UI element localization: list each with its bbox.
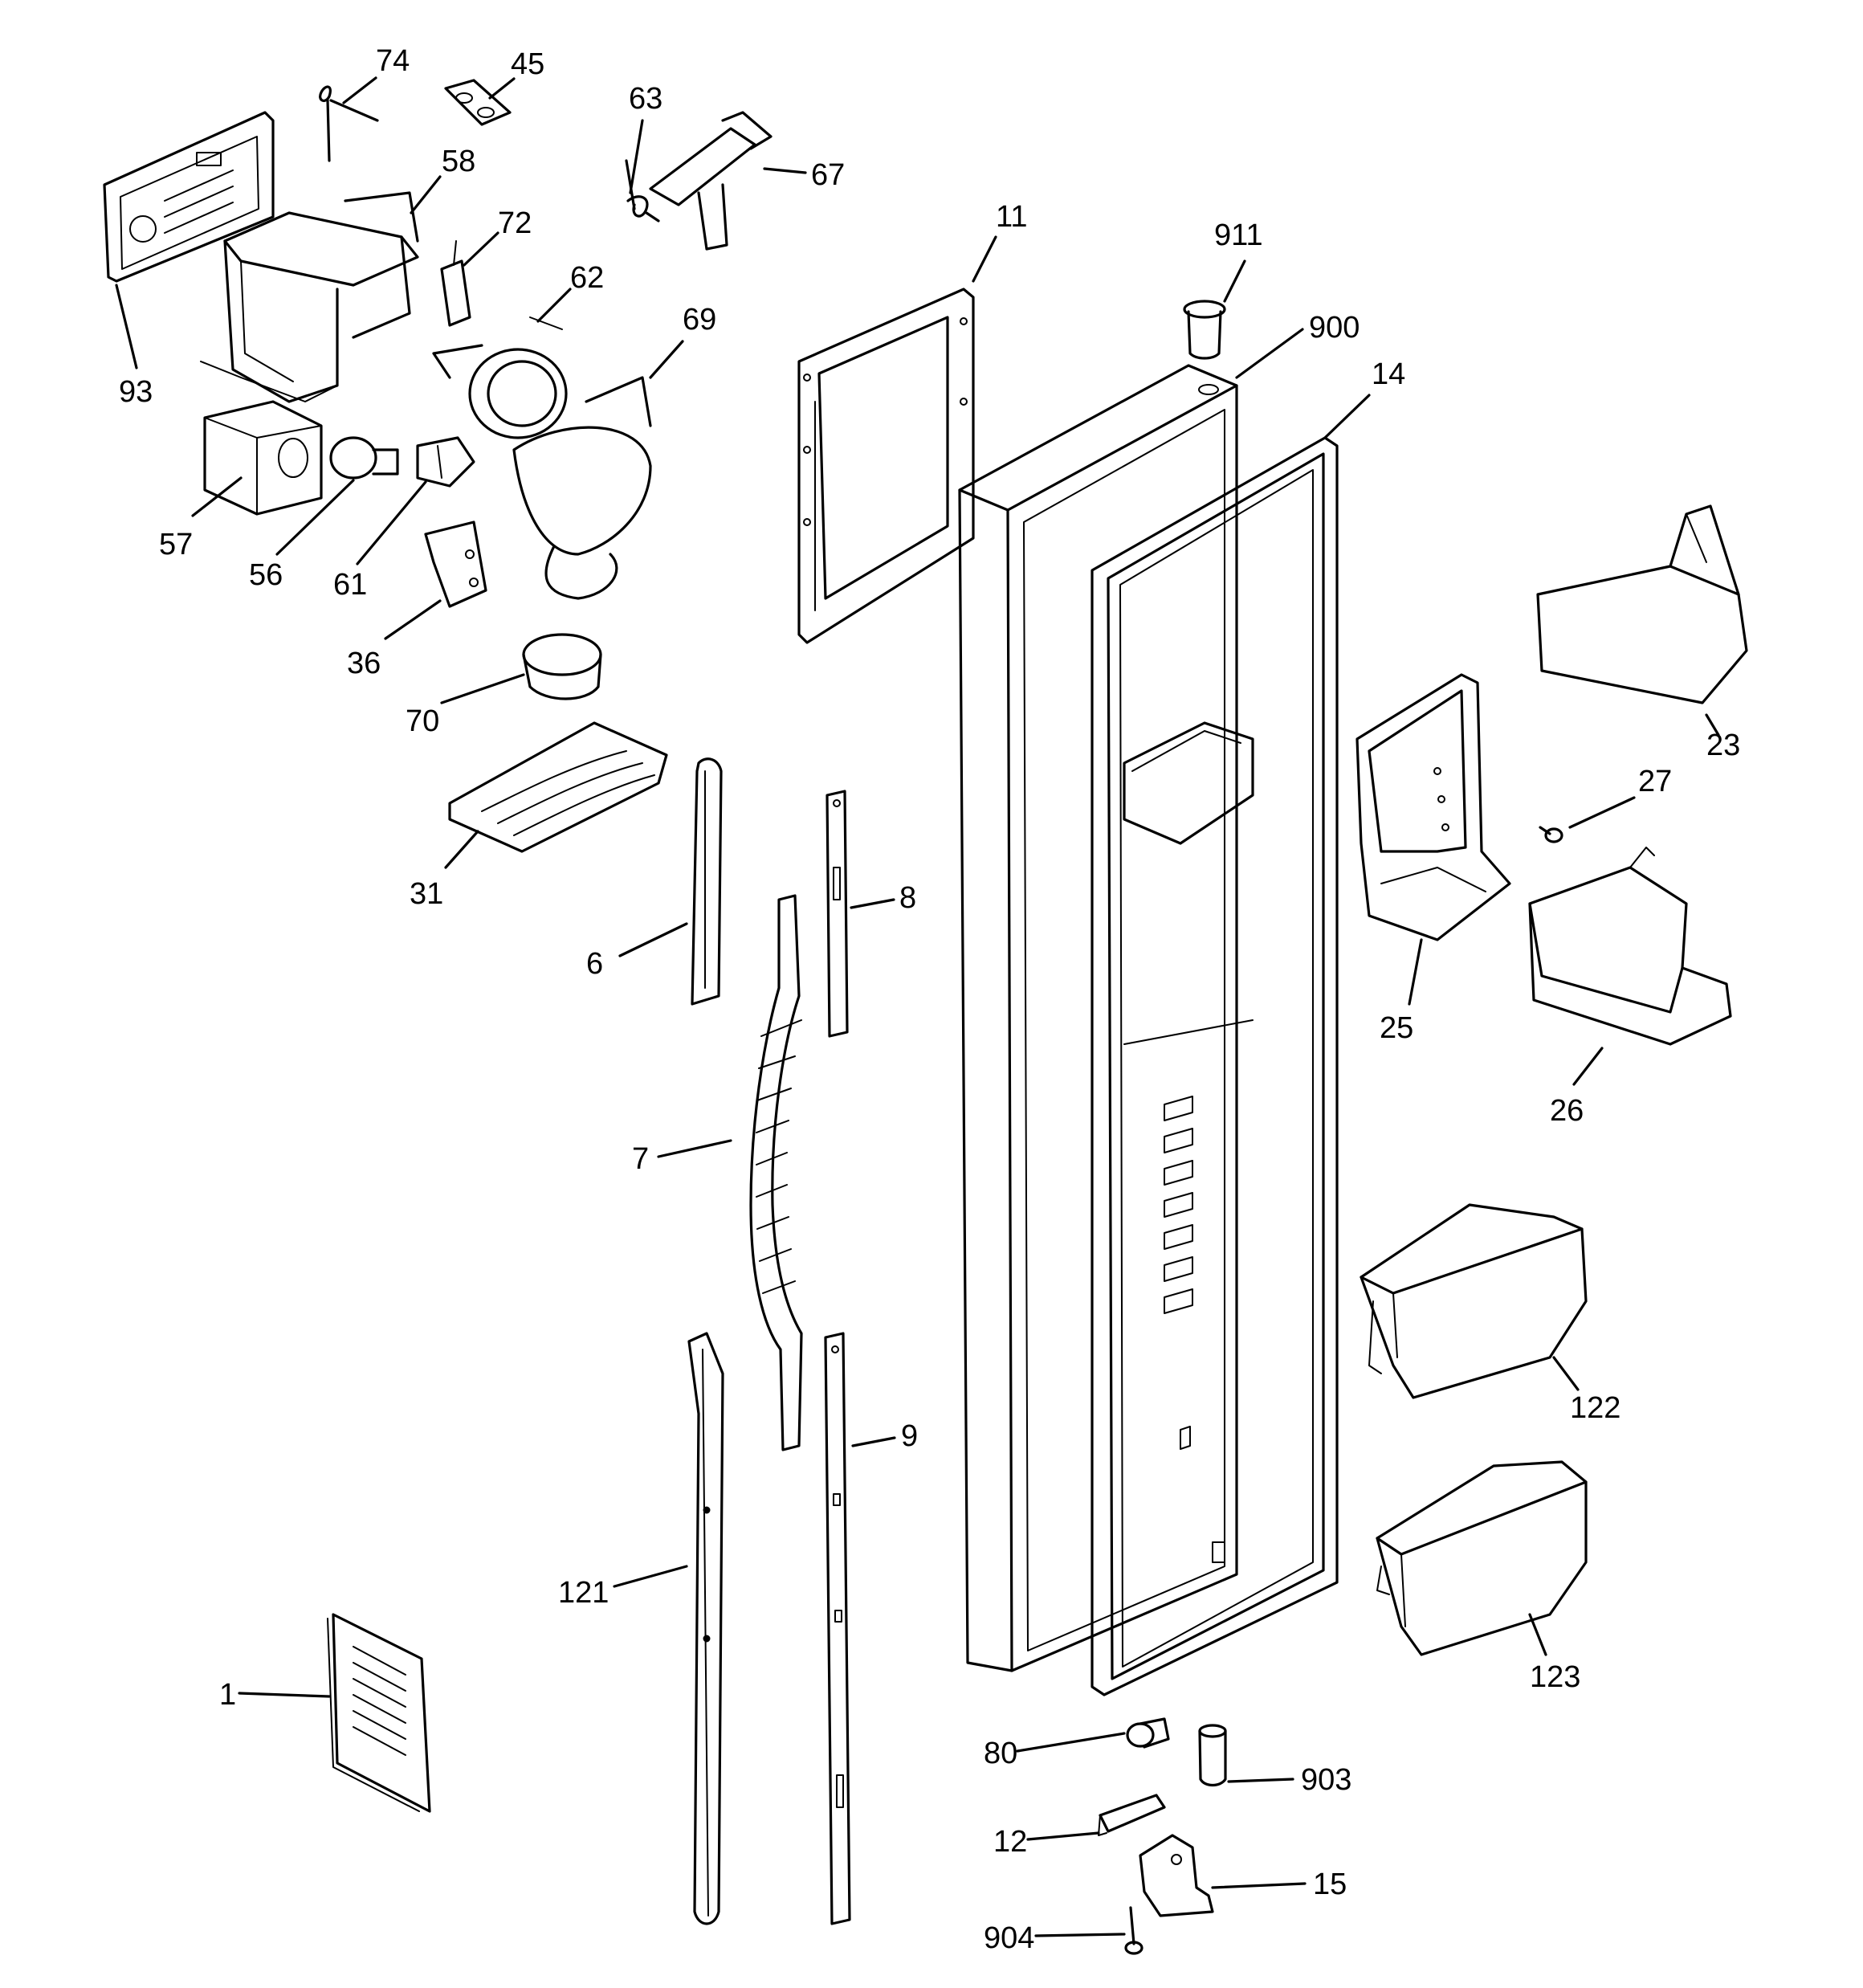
part-63-spring <box>625 159 660 222</box>
part-62-ring <box>432 316 568 439</box>
part-25-bracket <box>1355 673 1511 941</box>
part-58-housing <box>200 191 419 403</box>
callout-93: 93 <box>119 375 153 409</box>
part-11-frame <box>797 288 975 644</box>
bin-clips <box>1164 1096 1193 1314</box>
callout-7: 7 <box>632 1142 649 1176</box>
part-1-manual <box>327 1613 431 1813</box>
callout-15: 15 <box>1313 1868 1347 1901</box>
part-61-socket <box>416 436 475 488</box>
part-74-spring <box>319 85 379 162</box>
callout-900: 900 <box>1309 311 1360 345</box>
part-72-switch <box>440 240 471 327</box>
callout-57: 57 <box>159 528 193 561</box>
callout-11: 11 <box>996 200 1027 234</box>
part-67-solenoid <box>649 111 773 251</box>
part-6-handle-cap <box>691 757 723 1006</box>
part-45-bracket <box>444 79 512 126</box>
part-80-bushing <box>1126 1717 1170 1749</box>
callout-23: 23 <box>1706 729 1740 762</box>
callout-911: 911 <box>1214 218 1263 252</box>
callout-74: 74 <box>376 44 410 78</box>
part-57-cover <box>203 400 323 516</box>
part-69-chute <box>512 376 652 600</box>
callout-6: 6 <box>586 947 603 981</box>
part-31-tray <box>448 721 668 853</box>
part-26-bin <box>1528 847 1732 1046</box>
callout-70: 70 <box>406 704 439 738</box>
callout-123: 123 <box>1530 1660 1580 1694</box>
part-123-bin <box>1376 1460 1588 1656</box>
callout-903: 903 <box>1301 1763 1351 1797</box>
part-903-pin <box>1198 1724 1227 1787</box>
part-15-hinge <box>1139 1834 1214 1917</box>
part-8-strip <box>826 790 849 1038</box>
part-27-screw <box>1539 826 1563 843</box>
part-93-control-board <box>103 111 275 283</box>
callout-63: 63 <box>629 82 662 116</box>
part-904-screw <box>1124 1906 1143 1955</box>
part-23-bin-cover <box>1536 504 1748 704</box>
callout-45: 45 <box>511 47 544 81</box>
part-900-door <box>958 364 1238 1672</box>
callout-69: 69 <box>683 303 716 337</box>
callout-36: 36 <box>347 647 381 680</box>
callout-72: 72 <box>498 206 532 240</box>
part-36-bracket <box>424 520 487 608</box>
callout-904: 904 <box>984 1921 1034 1955</box>
part-56-bulb <box>329 436 399 480</box>
callout-67: 67 <box>811 158 845 192</box>
callout-14: 14 <box>1372 357 1405 391</box>
callout-56: 56 <box>249 558 283 592</box>
callout-1: 1 <box>219 1678 236 1712</box>
callout-labels: 74 45 63 67 58 72 62 69 93 57 56 61 36 7… <box>119 44 1740 1955</box>
leader-lines <box>115 76 1720 1937</box>
callout-122: 122 <box>1570 1391 1620 1425</box>
callout-80: 80 <box>984 1737 1017 1770</box>
callout-121: 121 <box>558 1576 609 1610</box>
part-911-bushing <box>1183 300 1226 360</box>
part-12-hinge-plate <box>1098 1794 1166 1836</box>
callout-26: 26 <box>1550 1094 1584 1128</box>
callout-25: 25 <box>1380 1011 1413 1045</box>
callout-31: 31 <box>410 877 443 911</box>
callout-58: 58 <box>442 145 475 178</box>
part-14-gasket <box>1090 436 1339 1696</box>
callout-61: 61 <box>333 568 367 602</box>
part-9-strip <box>824 1332 851 1925</box>
callout-62: 62 <box>570 261 604 295</box>
part-70-collar <box>522 633 602 700</box>
callout-12: 12 <box>993 1825 1027 1859</box>
part-122-bin <box>1360 1203 1588 1399</box>
part-121-handle-trim <box>687 1332 724 1925</box>
callout-9: 9 <box>901 1419 918 1453</box>
part-7-handle <box>749 894 803 1451</box>
callout-8: 8 <box>899 881 916 915</box>
callout-27: 27 <box>1638 765 1672 798</box>
